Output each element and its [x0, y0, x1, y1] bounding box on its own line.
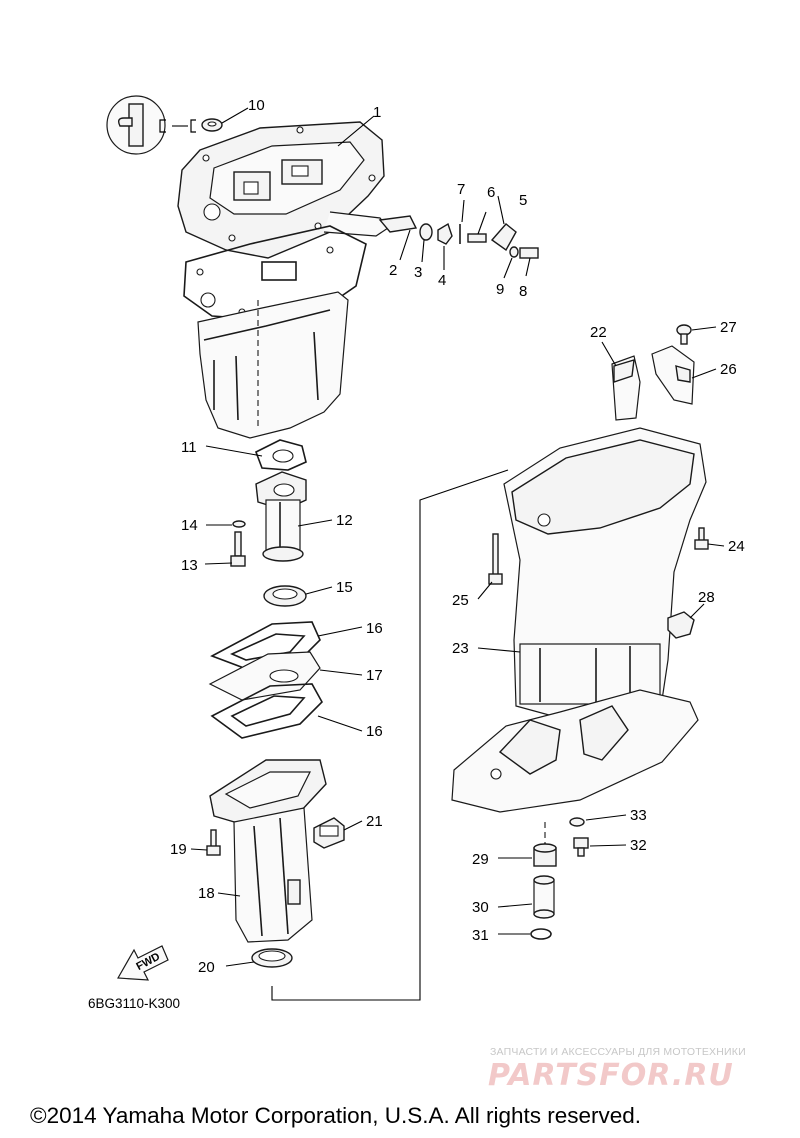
callout-1: 1: [373, 104, 381, 121]
part-6-bolt: [467, 233, 487, 243]
part-12-exhaust-guide: [255, 471, 307, 562]
part-18-oil-pan: [209, 759, 327, 943]
part-3-collar: [419, 223, 433, 241]
callout-28: 28: [698, 589, 715, 606]
watermark-tagline: ЗАПЧАСТИ И АКСЕССУАРЫ ДЛЯ МОТОТЕХНИКИ: [490, 1046, 746, 1058]
part-29-bushing: [533, 843, 557, 867]
callout-29: 29: [472, 851, 489, 868]
callout-4: 4: [438, 272, 446, 289]
part-17-plate: [208, 651, 321, 701]
watermark-logo: PARTSFOR.RU: [488, 1058, 734, 1093]
callout-14: 14: [181, 517, 198, 534]
part-32-bolt: [573, 837, 589, 857]
callout-19: 19: [170, 841, 187, 858]
part-13-bolt: [230, 531, 246, 567]
part-25-bolt: [488, 533, 503, 585]
part-33-washer: [569, 817, 585, 827]
part-9-washer: [509, 246, 519, 258]
callout-7: 7: [457, 181, 465, 198]
part-8-bolt: [519, 247, 539, 259]
callout-9: 9: [496, 281, 504, 298]
part-1-upper-casing: [177, 121, 389, 259]
callout-24: 24: [728, 538, 745, 555]
callout-2: 2: [389, 262, 397, 279]
callout-26: 26: [720, 361, 737, 378]
part-10-washer: [201, 118, 223, 132]
part-28-rubber: [667, 611, 695, 639]
callout-12: 12: [336, 512, 353, 529]
part-23-upper-case: [503, 427, 707, 719]
diagram-code: 6BG3110-K300: [88, 996, 181, 1011]
callout-8: 8: [519, 283, 527, 300]
callout-16-lower: 16: [366, 723, 383, 740]
callout-13: 13: [181, 557, 198, 574]
callout-22: 22: [590, 324, 607, 341]
part-22-cover: [611, 355, 641, 421]
callout-labels: 1 2 3 4 5 6 7 8 9 10 11 12 13 14 15 16 1…: [170, 97, 745, 976]
fwd-arrow-icon: [117, 945, 169, 981]
callout-23: 23: [452, 640, 469, 657]
callout-16-upper: 16: [366, 620, 383, 637]
part-2-pin: [378, 215, 418, 233]
group-bracket-line: [271, 469, 509, 1001]
callout-18: 18: [198, 885, 215, 902]
callout-30: 30: [472, 899, 489, 916]
callout-3: 3: [414, 264, 422, 281]
upper-gasket: [183, 225, 367, 321]
callout-15: 15: [336, 579, 353, 596]
part-19-bolt: [206, 829, 221, 856]
part-20-clamp: [251, 948, 293, 968]
part-27-bolt: [676, 324, 692, 345]
part-31-ring: [530, 928, 552, 940]
callout-21: 21: [366, 813, 383, 830]
middle-housing: [197, 291, 349, 439]
callout-5: 5: [519, 192, 527, 209]
copyright-notice: ©2014 Yamaha Motor Corporation, U.S.A. A…: [30, 1103, 642, 1128]
callout-32: 32: [630, 837, 647, 854]
part-21-mount: [313, 817, 345, 849]
part-26-cover: [651, 345, 695, 405]
callout-20: 20: [198, 959, 215, 976]
callout-17: 17: [366, 667, 383, 684]
callout-31: 31: [472, 927, 489, 944]
part-11-gasket: [254, 439, 307, 471]
callout-25: 25: [452, 592, 469, 609]
callout-27: 27: [720, 319, 737, 336]
part-24-bolt: [694, 527, 709, 550]
part-30-sleeve: [533, 875, 555, 919]
leader-lines: [190, 107, 725, 967]
part-14-washer: [232, 520, 246, 528]
callout-6: 6: [487, 184, 495, 201]
anti-cavitation-plate: [451, 689, 699, 813]
callout-11: 11: [181, 439, 197, 456]
detail-inset-circle: [106, 95, 196, 155]
part-16-gasket-lower: [210, 683, 323, 739]
callout-10: 10: [248, 97, 265, 114]
callout-33: 33: [630, 807, 647, 824]
part-15-seal: [263, 585, 307, 607]
part-5-lever: [490, 223, 517, 252]
part-4-bracket: [437, 222, 453, 245]
